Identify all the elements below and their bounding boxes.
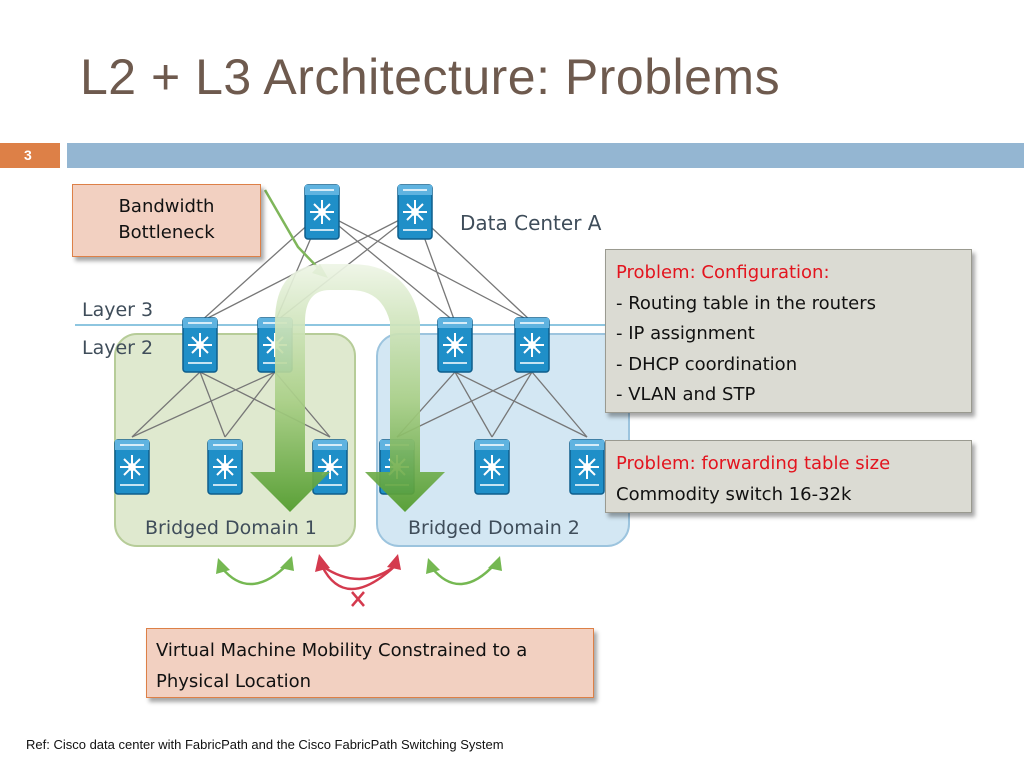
access-switch-1 [114, 439, 150, 495]
bridged-domain-2-label: Bridged Domain 2 [408, 517, 580, 539]
access-switch-2 [207, 439, 243, 495]
bandwidth-line2: Bottleneck [118, 222, 215, 243]
access-switch-3 [312, 439, 348, 495]
reference-footnote: Ref: Cisco data center with FabricPath a… [26, 737, 504, 752]
aggregation-switch-1 [182, 317, 218, 373]
vm-move-arrow-left [250, 263, 445, 512]
aggregation-switch-4 [514, 317, 550, 373]
config-item: - VLAN and STP [616, 384, 756, 405]
config-item: - Routing table in the routers [616, 292, 876, 314]
vm-move-blocked-arrows [320, 564, 396, 591]
bandwidth-line1: Bandwidth [118, 196, 215, 217]
slide-number: 3 [24, 147, 32, 163]
vm-mobility-callout: Virtual Machine Mobility Constrained to … [146, 628, 594, 698]
forwarding-detail: Commodity switch 16-32k [616, 483, 852, 505]
layer2-label: Layer 2 [82, 337, 153, 359]
aggregation-switch-3 [437, 317, 473, 373]
forwarding-heading: Problem: forwarding table size [616, 453, 891, 474]
config-item: - DHCP coordination [616, 353, 798, 375]
data-center-label: Data Center A [460, 211, 602, 235]
vm-move-allowed-arrows [221, 563, 496, 586]
vm-mobility-line1: Virtual Machine Mobility Constrained to … [156, 640, 528, 661]
bandwidth-bottleneck-callout: Bandwidth Bottleneck [72, 184, 261, 257]
configuration-problem-callout: Problem: Configuration: - Routing table … [605, 249, 972, 413]
slide-title: L2 + L3 Architecture: Problems [80, 49, 781, 105]
network-diagram: Layer 3 Layer 2 Data Center A Bridged Do… [75, 184, 630, 607]
slide-number-bar: 3 [0, 143, 60, 168]
config-item: - IP assignment [616, 323, 755, 344]
access-switch-5 [474, 439, 510, 495]
blocked-x-icon [351, 591, 365, 607]
bridged-domain-1-label: Bridged Domain 1 [145, 517, 317, 539]
forwarding-problem-callout: Problem: forwarding table size Commodity… [605, 440, 972, 513]
bandwidth-pointer [263, 189, 323, 273]
accent-bar [67, 143, 1024, 168]
core-switch-2 [397, 184, 433, 240]
access-switch-6 [569, 439, 605, 495]
vm-mobility-line2: Physical Location [156, 670, 312, 692]
core-switch-1 [304, 184, 340, 240]
layer3-label: Layer 3 [82, 299, 153, 321]
configuration-heading: Problem: Configuration: [616, 262, 830, 283]
